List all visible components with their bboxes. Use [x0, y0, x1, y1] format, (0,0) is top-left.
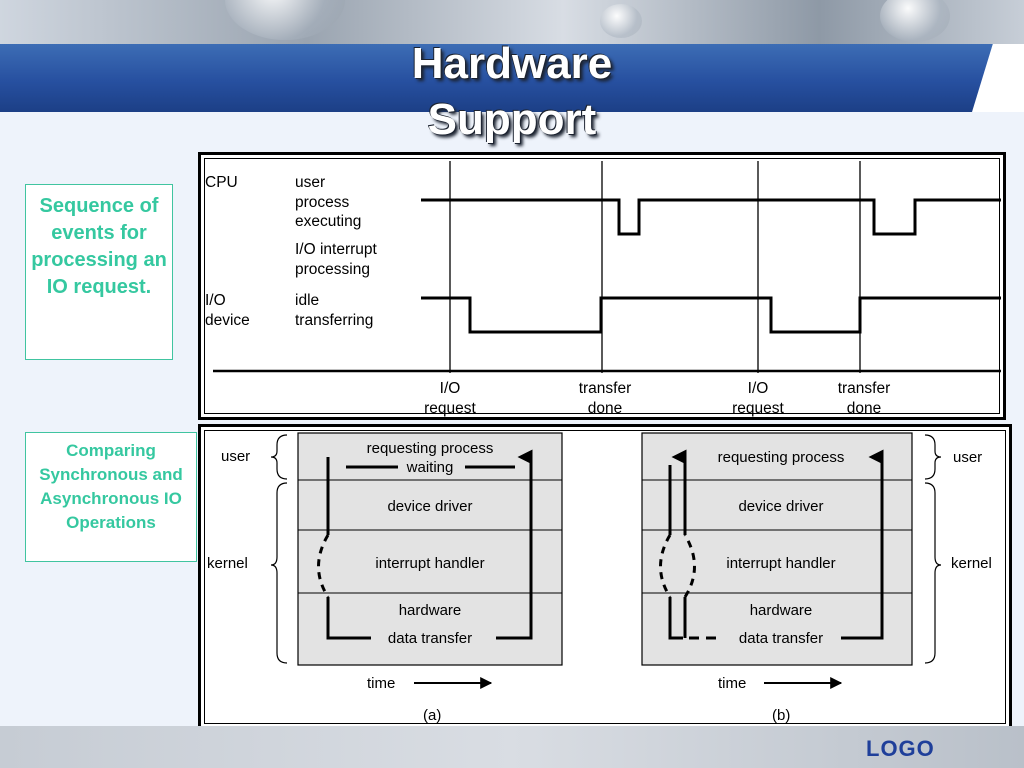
layer-interrupt-handler: interrupt handler [375, 555, 484, 572]
side-label-user: user [953, 449, 982, 466]
caption-sequence-of-events: Sequence of events for processing an IO … [25, 184, 173, 360]
side-label-kernel: kernel [951, 555, 992, 572]
brace-kernel [924, 482, 942, 664]
event-label-io-request: request [424, 400, 476, 417]
title-line-1: Hardware [411, 39, 613, 88]
io-state-idle: idle [295, 292, 319, 309]
event-label-io-request: I/O [440, 380, 461, 397]
brace-user [270, 434, 288, 480]
panel-label-b: (b) [772, 707, 790, 724]
layer-requesting-process: requesting process [367, 440, 494, 457]
layer-hardware: hardware [399, 602, 462, 619]
async-panel-b: requesting process device driver interru… [641, 432, 992, 724]
timing-diagram-frame [204, 158, 1000, 414]
brace-kernel [270, 482, 288, 664]
logo: LOGO [866, 736, 935, 761]
io-device-label-1: I/O [205, 292, 226, 309]
header-background [0, 0, 1024, 48]
io-state-transferring: transferring [295, 312, 373, 329]
io-device-label-2: device [205, 312, 250, 329]
title-line-2: Support [427, 95, 597, 144]
layer-device-driver: device driver [387, 498, 472, 515]
footer-bar [0, 726, 1024, 768]
cpu-state-executing: executing [295, 213, 361, 230]
cpu-state-process: process [295, 194, 350, 211]
timing-diagram-svg: CPU user process executing I/O interrupt… [205, 161, 1001, 417]
sync-async-svg: requesting process waiting device driver… [207, 432, 992, 724]
caption-sync-async: Comparing Synchronous and Asynchronous I… [25, 432, 197, 562]
event-label-io-request: request [732, 400, 784, 417]
water-drop-decoration [880, 0, 950, 42]
event-label-transfer-done: done [847, 400, 881, 417]
layer-device-driver: device driver [738, 498, 823, 515]
sync-layer-box [297, 432, 563, 666]
panel-label-a: (a) [423, 707, 441, 724]
title-band [0, 44, 1010, 112]
async-layer-box [641, 432, 913, 666]
time-label: time [718, 675, 746, 692]
sync-async-frame [204, 430, 1006, 724]
cpu-state-user: user [295, 174, 325, 191]
event-label-transfer-done: transfer [838, 380, 891, 397]
side-label-user: user [221, 448, 250, 465]
sync-panel-a: requesting process waiting device driver… [207, 432, 563, 724]
brace-user [924, 434, 942, 480]
cpu-state-io-interrupt: I/O interrupt [295, 241, 378, 258]
cpu-label: CPU [205, 174, 238, 191]
layer-requesting-process: requesting process [718, 449, 845, 466]
sync-async-diagram: requesting process waiting device driver… [198, 424, 1012, 730]
layer-hardware: hardware [750, 602, 813, 619]
side-label-kernel: kernel [207, 555, 248, 572]
event-label-io-request: I/O [748, 380, 769, 397]
cpu-waveform [421, 198, 1001, 236]
cpu-state-processing: processing [295, 261, 370, 278]
io-device-waveform [421, 296, 1001, 334]
event-label-transfer-done: transfer [579, 380, 632, 397]
event-label-transfer-done: done [588, 400, 622, 417]
time-label: time [367, 675, 395, 692]
layer-data-transfer: data transfer [388, 630, 472, 647]
water-drop-decoration [600, 4, 642, 38]
layer-waiting: waiting [406, 459, 454, 476]
slide-title: Hardware Support [312, 36, 712, 148]
io-timing-diagram: CPU user process executing I/O interrupt… [198, 152, 1006, 420]
layer-interrupt-handler: interrupt handler [726, 555, 835, 572]
layer-data-transfer: data transfer [739, 630, 823, 647]
